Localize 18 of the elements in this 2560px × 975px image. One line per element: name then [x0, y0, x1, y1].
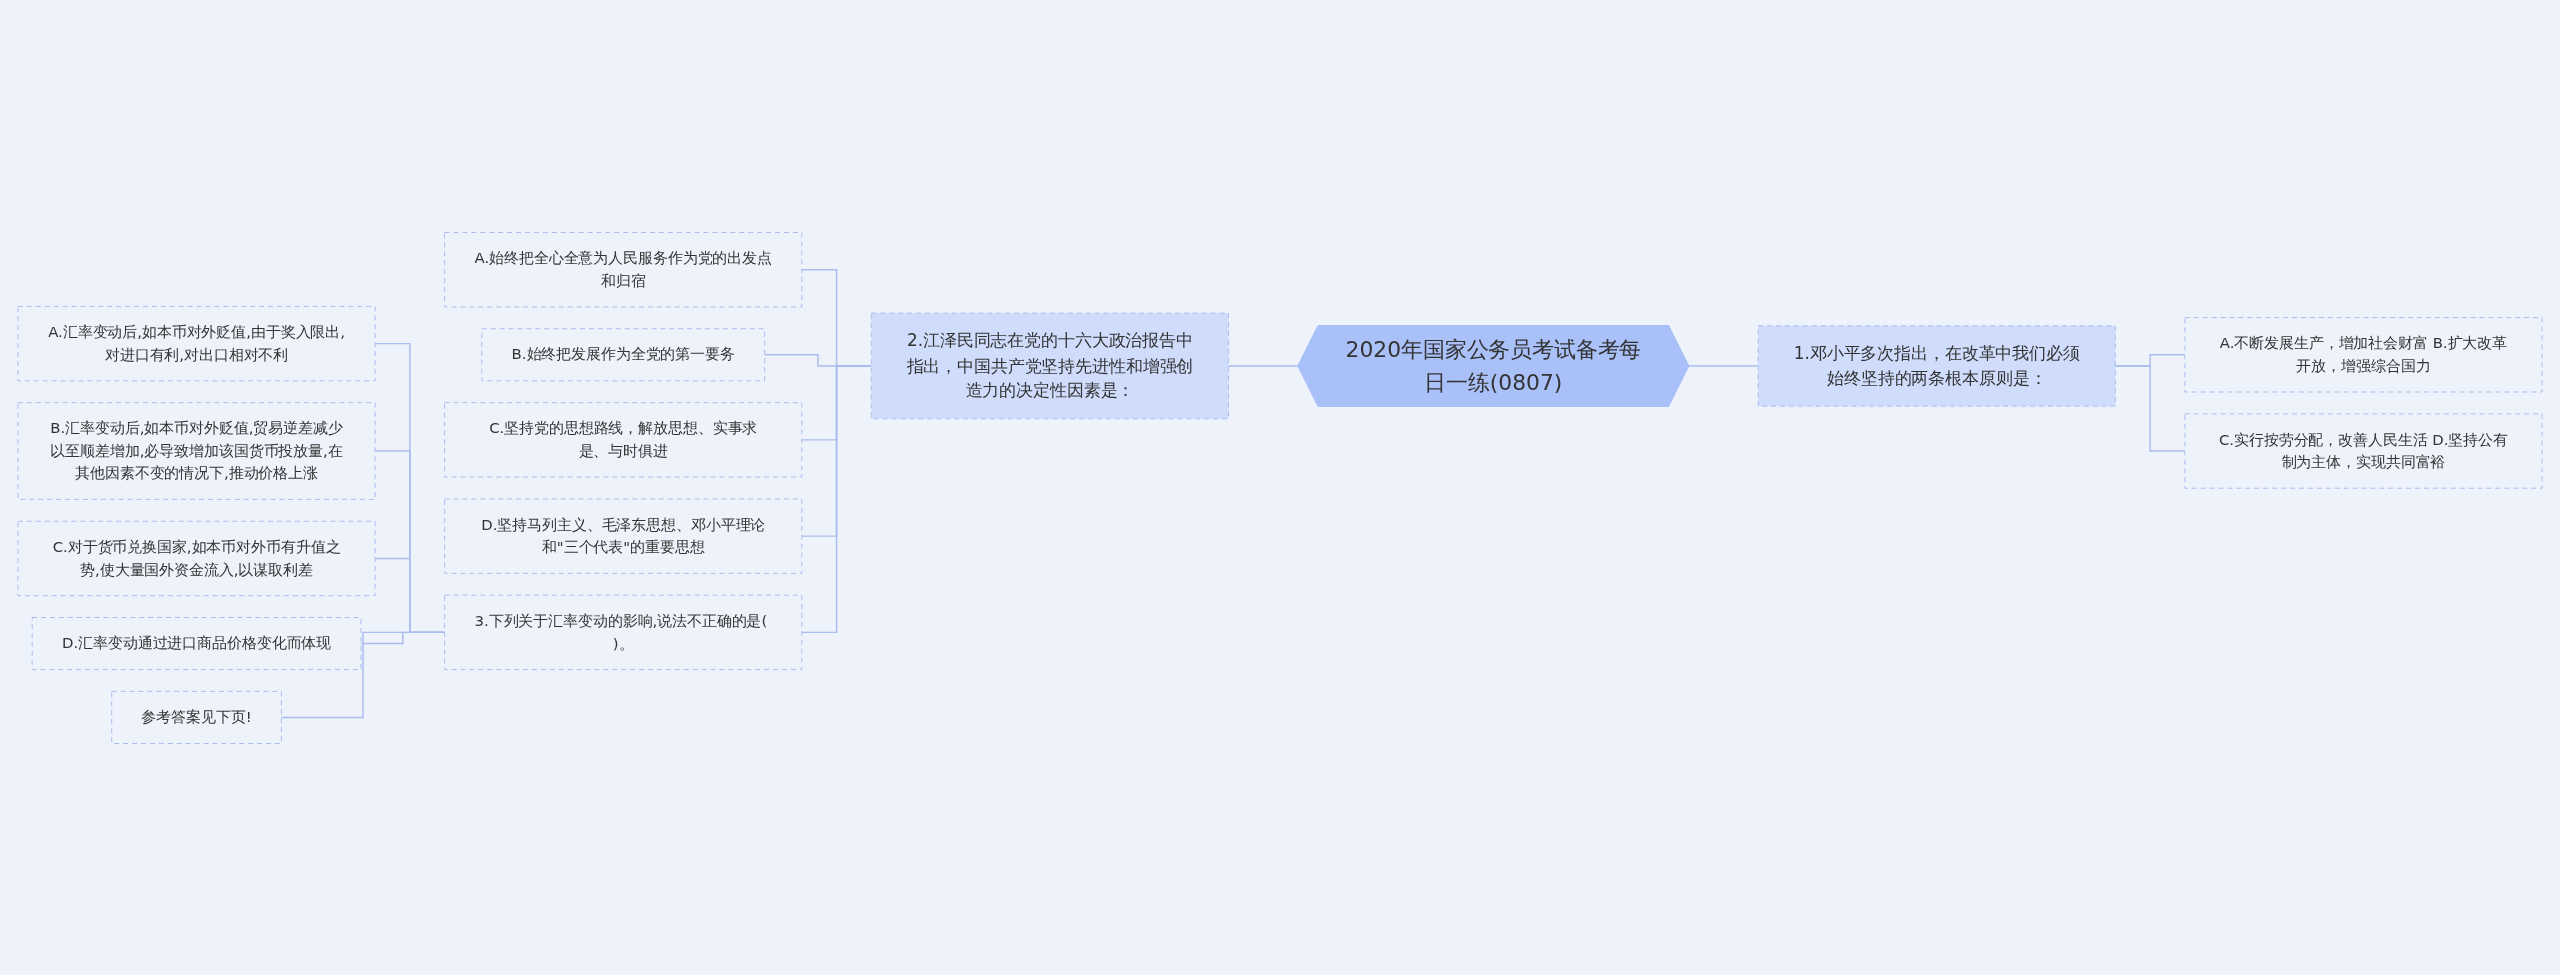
node-box: A.始终把全心全意为人民服务作为党的出发点和归宿 [444, 231, 803, 307]
node-box: 参考答案见下页! [111, 690, 282, 744]
node-box: A.不断发展生产，增加社会财富 B.扩大改革开放，增强综合国力 [2184, 316, 2543, 392]
node-box: D.坚持马列主义、毛泽东思想、邓小平理论和"三个代表"的重要思想 [444, 497, 803, 574]
node-box: 3.下列关于汇率变动的影响,说法不正确的是( )。 [444, 594, 803, 670]
connector [280, 631, 446, 718]
node-box: D.汇率变动通过进口商品价格变化而体现 [31, 616, 362, 670]
node-box: B.汇率变动后,如本币对外贬值,贸易逆差减少以至顺差增加,必导致增加该国货币投放量,在其他因素不变的情况下,推动价格上涨 [17, 401, 376, 500]
node-box: C.对于货币兑换国家,如本币对外币有升值之势,使大量国外资金流入,以谋取利差 [17, 520, 376, 596]
node-box: B.始终把发展作为全党的第一要务 [481, 327, 766, 381]
connector [1227, 364, 1299, 367]
node-box: 2.江泽民同志在党的十六大政治报告中指出，中国共产党坚持先进性和增强创造力的决定性因素是： [870, 312, 1230, 419]
node-box: C.实行按劳分配，改善人民生活 D.坚持公有制为主体，实现共同富裕 [2184, 412, 2543, 489]
connector [1687, 364, 1759, 367]
node-box: C.坚持党的思想路线，解放思想、实事求是、与时俱进 [444, 401, 803, 478]
connector [2114, 364, 2186, 452]
node-box: A.汇率变动后,如本币对外贬值,由于奖入限出,对进口有利,对出口相对不利 [17, 305, 376, 381]
node-box: 1.邓小平多次指出，在改革中我们必须始终坚持的两条根本原则是： [1757, 324, 2116, 407]
